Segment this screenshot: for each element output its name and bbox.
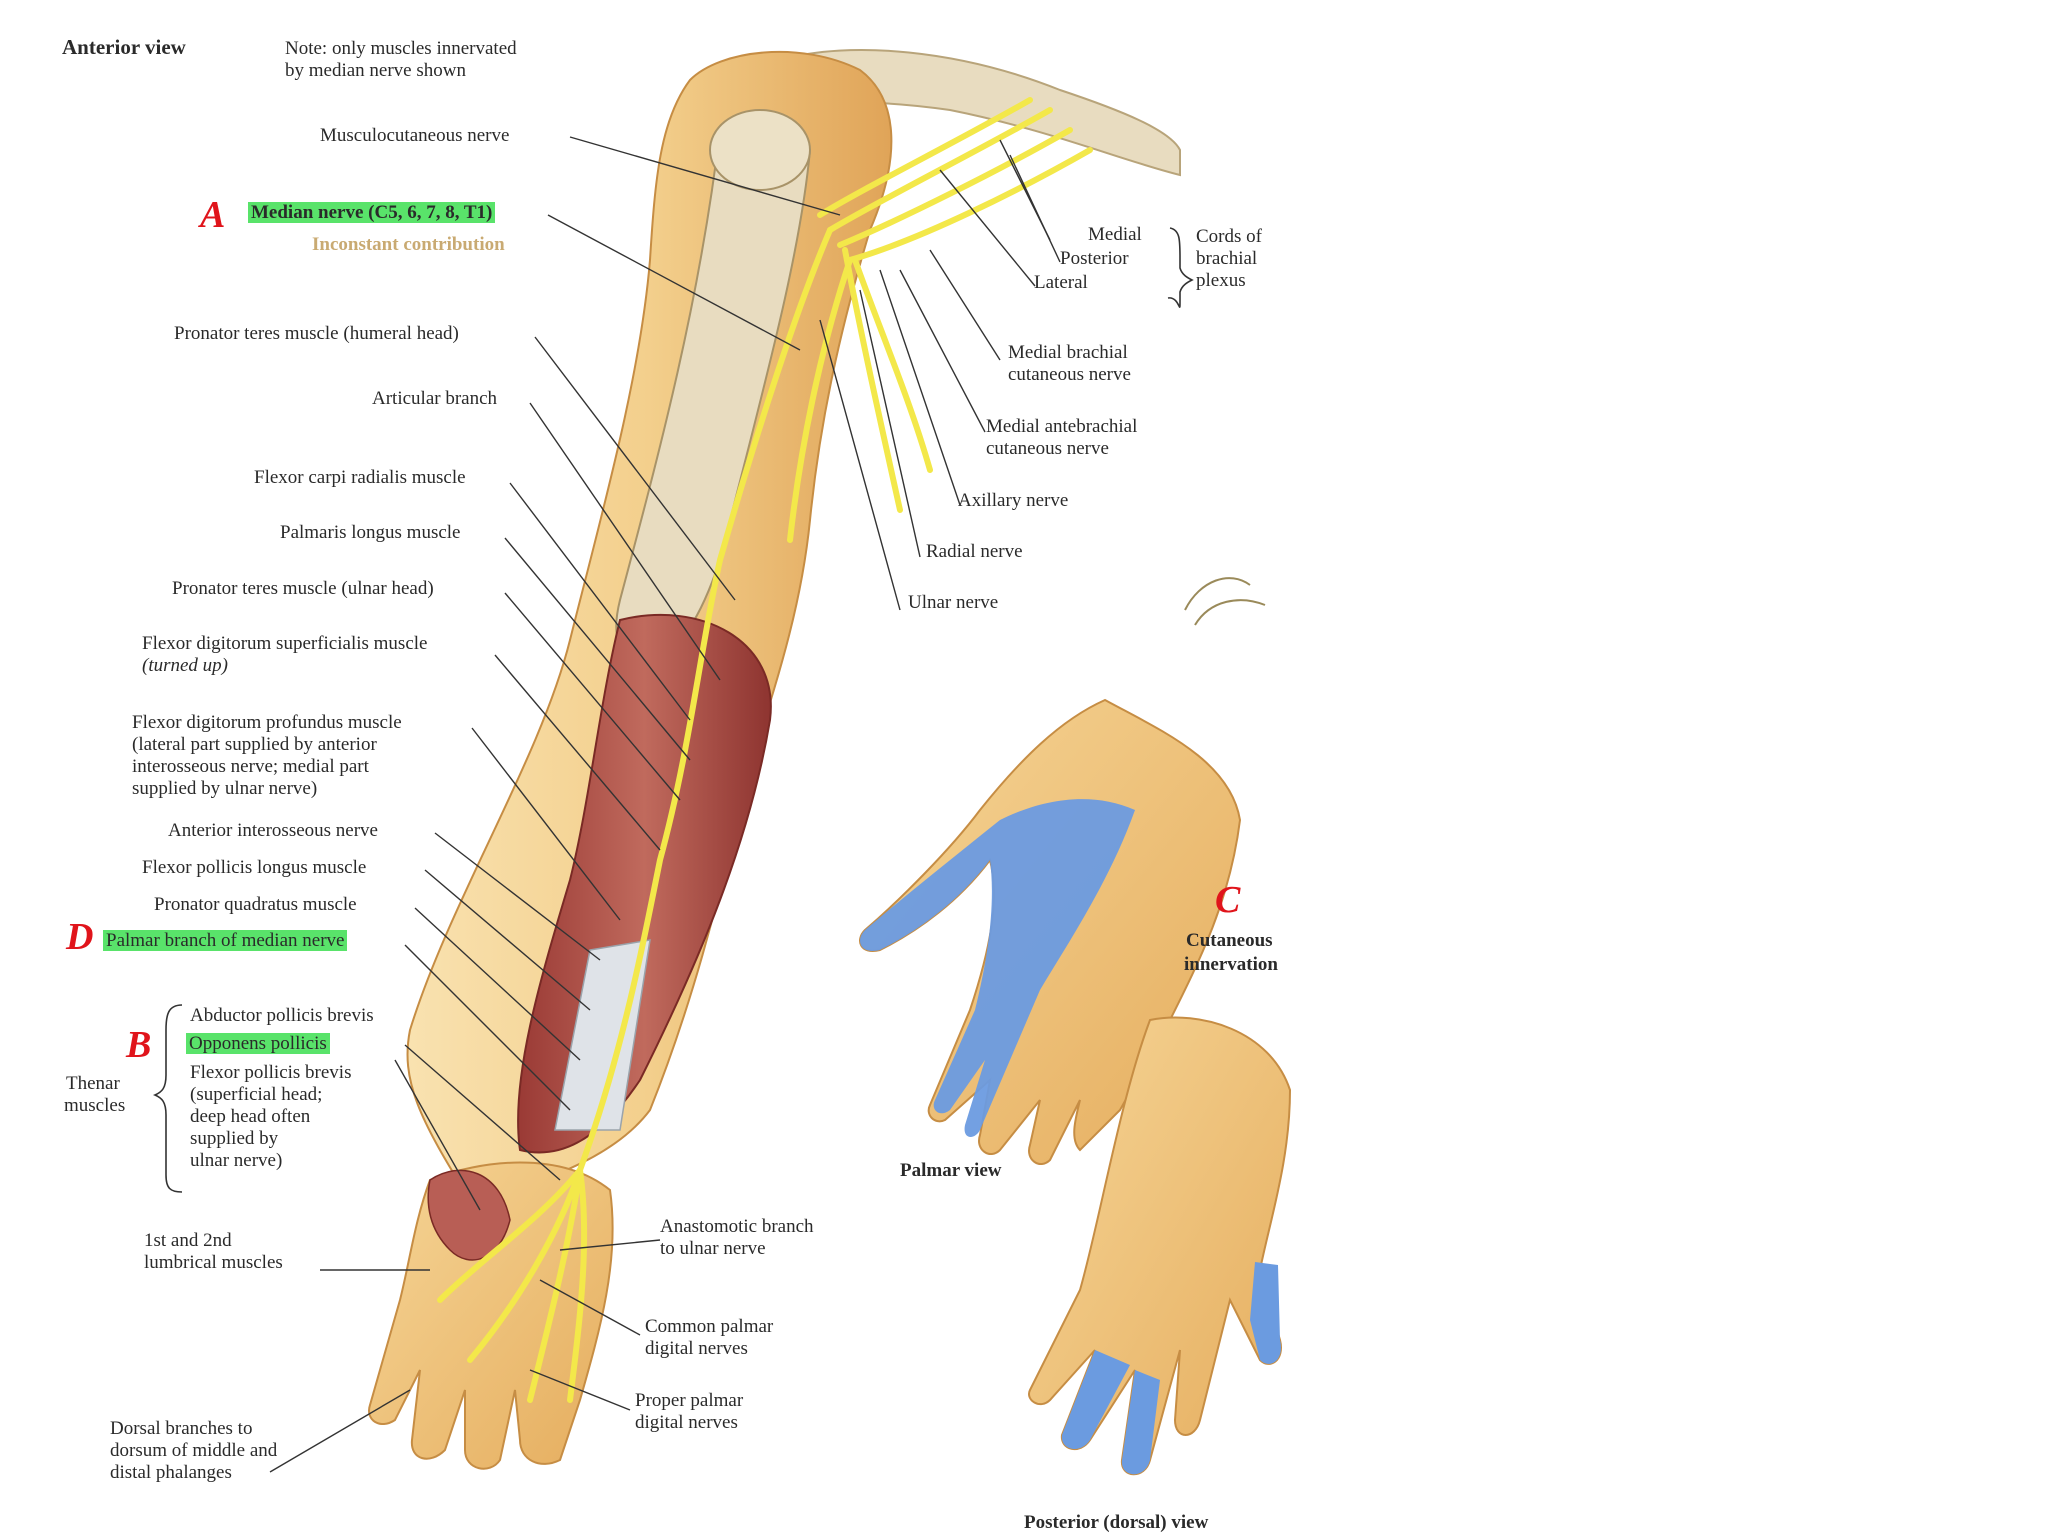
label-fpb-4: supplied by [190, 1128, 279, 1149]
dorsal-tip-middle [1061, 1350, 1130, 1450]
dorsal-tip-thumb [1250, 1262, 1281, 1364]
tendons [554, 939, 651, 1131]
label-fpb-2: (superficial head; [190, 1084, 323, 1105]
label-posterior-view: Posterior (dorsal) view [1024, 1512, 1209, 1533]
label-lumbrical-2: lumbrical muscles [144, 1252, 283, 1273]
label-cord-lateral: Lateral [1034, 272, 1088, 293]
label-fpb-3: deep head often [190, 1106, 311, 1127]
label-thenar-1: Thenar [66, 1073, 120, 1094]
label-musculocutaneous: Musculocutaneous nerve [320, 125, 510, 146]
label-dorsal-1: Dorsal branches to [110, 1418, 253, 1439]
label-fpb-1: Flexor pollicis brevis [190, 1062, 352, 1083]
cords-brace [1167, 227, 1194, 308]
label-palmaris: Palmaris longus muscle [280, 522, 461, 543]
letter-a: A [200, 194, 226, 236]
label-articular: Articular branch [372, 388, 498, 409]
nerves [437, 97, 1093, 1403]
label-proper-palmar-1: Proper palmar [635, 1390, 744, 1411]
label-proper-palmar-2: digital nerves [635, 1412, 738, 1433]
label-cutaneous-2: innervation [1184, 954, 1278, 975]
clavicle [778, 49, 1181, 177]
dorsal-tip-index [1121, 1370, 1160, 1475]
label-fpb-5: ulnar nerve) [190, 1150, 283, 1171]
label-anastomotic-2: to ulnar nerve [660, 1238, 766, 1259]
label-common-palmar-1: Common palmar [645, 1316, 774, 1337]
label-medial-antebrachial-2: cutaneous nerve [986, 438, 1109, 459]
label-lumbrical-1: 1st and 2nd [144, 1230, 232, 1251]
thenar-brace [152, 1004, 183, 1193]
label-cutaneous-1: Cutaneous [1186, 930, 1273, 951]
label-medial-brachial-2: cutaneous nerve [1008, 364, 1131, 385]
dorsal-view-hand [1028, 1016, 1292, 1476]
humeral-head [709, 109, 811, 191]
label-apb: Abductor pollicis brevis [190, 1005, 374, 1026]
label-op: Opponens pollicis [186, 1033, 330, 1055]
label-fdp-3: interosseous nerve; medial part [132, 756, 369, 777]
label-fdp-2: (lateral part supplied by anterior [132, 734, 377, 755]
label-radial: Radial nerve [926, 541, 1023, 562]
leader-lines [269, 136, 1061, 1473]
label-palmar-branch: Palmar branch of median nerve [103, 930, 348, 952]
label-palmar-view: Palmar view [900, 1160, 1002, 1181]
label-dorsal-3: distal phalanges [110, 1462, 232, 1483]
label-medial-antebrachial-1: Medial antebrachial [986, 416, 1138, 437]
label-fpl: Flexor pollicis longus muscle [142, 857, 367, 878]
label-fds-2: (turned up) [142, 655, 229, 676]
label-pronator-humeral: Pronator teres muscle (humeral head) [174, 323, 459, 344]
label-medial-brachial-1: Medial brachial [1008, 342, 1128, 363]
label-inconstant: Inconstant contribution [312, 234, 505, 255]
label-anastomotic-1: Anastomotic branch [660, 1216, 814, 1237]
label-fds-1: Flexor digitorum superficialis muscle [142, 633, 428, 654]
label-cords-2: brachial [1196, 248, 1258, 269]
letter-d: D [66, 916, 94, 958]
label-cords-1: Cords of [1196, 226, 1262, 247]
artist-signature [1184, 577, 1266, 626]
view-title: Anterior view [62, 35, 186, 59]
label-fcr: Flexor carpi radialis muscle [254, 467, 466, 488]
label-common-palmar-2: digital nerves [645, 1338, 748, 1359]
label-pronator-ulnar: Pronator teres muscle (ulnar head) [172, 578, 434, 599]
note-line-2: by median nerve shown [285, 60, 466, 81]
label-axillary: Axillary nerve [958, 490, 1069, 511]
label-cord-posterior: Posterior [1060, 248, 1129, 269]
label-cords-3: plexus [1196, 270, 1246, 291]
label-aion: Anterior interosseous nerve [168, 820, 378, 841]
label-pq: Pronator quadratus muscle [154, 894, 357, 915]
label-fdp-4: supplied by ulnar nerve) [132, 778, 318, 799]
label-cord-medial: Medial [1088, 224, 1142, 245]
palmar-median-territory [860, 799, 1135, 1137]
label-median-nerve: Median nerve (C5, 6, 7, 8, T1) [248, 202, 496, 224]
label-ulnar: Ulnar nerve [908, 592, 999, 613]
letter-c: C [1215, 879, 1241, 921]
label-thenar-2: muscles [64, 1095, 126, 1116]
note-line-1: Note: only muscles innervated [285, 38, 517, 59]
letter-b: B [126, 1024, 152, 1066]
label-dorsal-2: dorsum of middle and [110, 1440, 278, 1461]
label-fdp-1: Flexor digitorum profundus muscle [132, 712, 402, 733]
